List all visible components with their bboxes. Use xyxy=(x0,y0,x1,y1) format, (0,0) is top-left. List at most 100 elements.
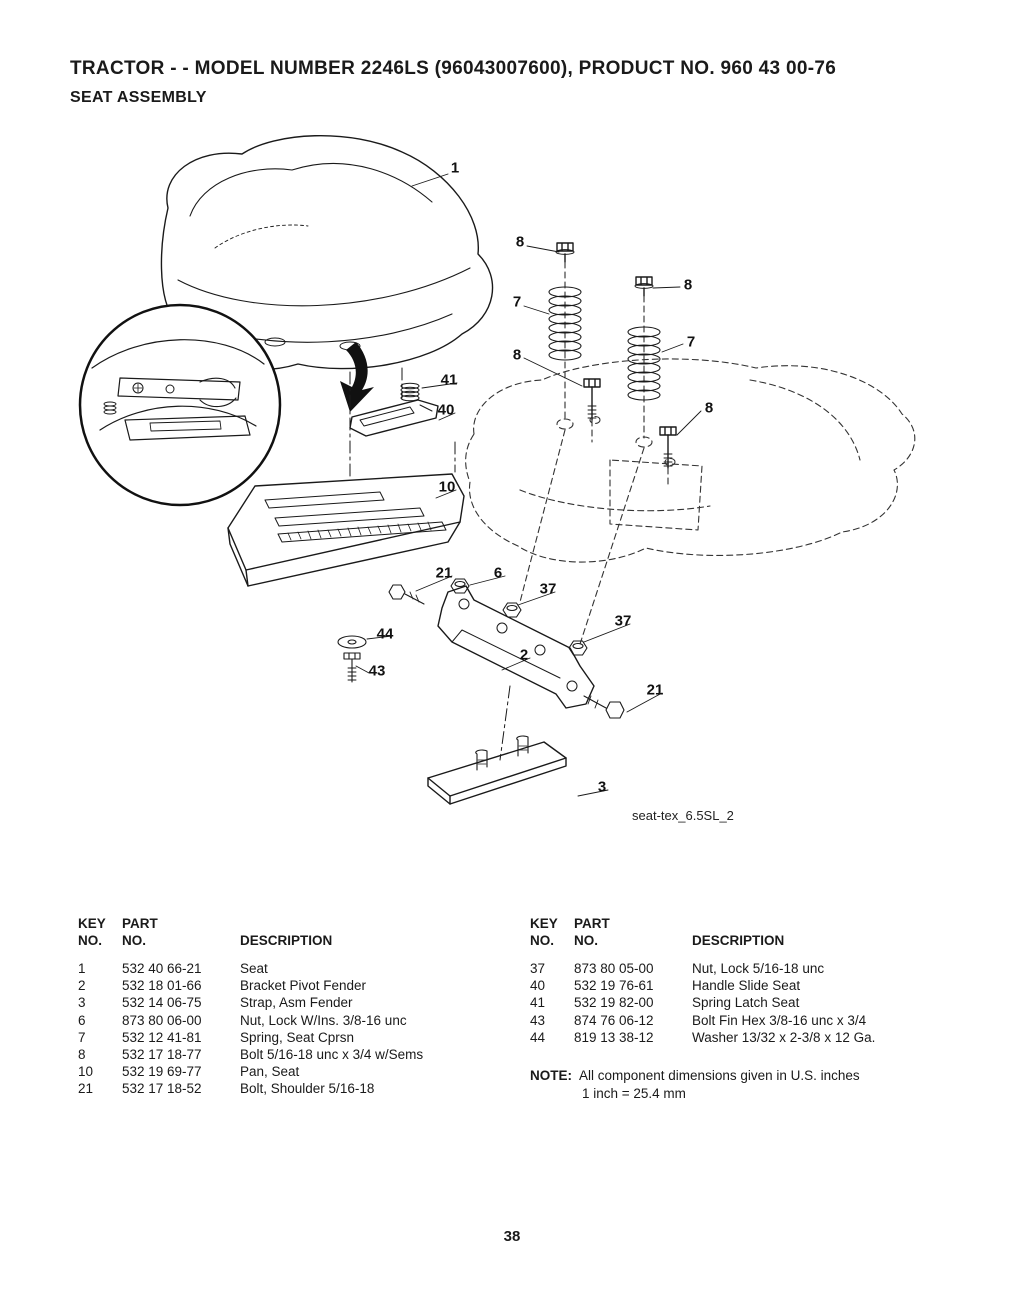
table-row: 7 532 12 41-81 Spring, Seat Cprsn xyxy=(78,1029,514,1046)
part-description: Spring Latch Seat xyxy=(692,995,800,1011)
shoulder-bolt-left xyxy=(388,584,425,605)
page-title: TRACTOR - - MODEL NUMBER 2246LS (9604300… xyxy=(70,58,837,79)
part-key: 3 xyxy=(78,995,86,1011)
part-number: 532 40 66-21 xyxy=(122,961,202,976)
part-description: Bolt 5/16-18 unc x 3/4 w/Sems xyxy=(240,1047,424,1063)
callout-41: 41 xyxy=(440,371,458,389)
part-number: 532 17 18-52 xyxy=(122,1081,202,1097)
part-number: 532 19 69-77 xyxy=(122,1064,202,1080)
part-description: Seat xyxy=(240,961,268,976)
table-row: 37 873 80 05-00 Nut, Lock 5/16-18 unc xyxy=(530,960,990,977)
part-key: 8 xyxy=(78,1047,86,1063)
note-label: NOTE: xyxy=(530,1068,572,1084)
dimension-note: NOTE: All component dimensions given in U… xyxy=(530,1067,990,1102)
table-row: 2 532 18 01-66 Bracket Pivot Fender xyxy=(78,977,514,994)
col-header-description: DESCRIPTION xyxy=(692,933,785,948)
nut-37-left xyxy=(502,602,522,618)
bolt-top-left xyxy=(555,242,575,421)
callout-2: 2 xyxy=(519,646,529,664)
part-number: 819 13 38-12 xyxy=(574,1029,654,1045)
part-description: Bolt Fin Hex 3/8-16 unc x 3/4 xyxy=(692,1012,867,1028)
handle-slide-part xyxy=(349,399,439,437)
callout-40: 40 xyxy=(437,401,455,419)
col-header-description: DESCRIPTION xyxy=(240,933,333,948)
part-key: 21 xyxy=(78,1081,94,1097)
table-row: 10 532 19 69-77 Pan, Seat xyxy=(78,1063,514,1080)
table-row: 6 873 80 06-00 Nut, Lock W/Ins. 3/8-16 u… xyxy=(78,1012,514,1029)
part-description: Nut, Lock W/Ins. 3/8-16 unc xyxy=(240,1012,407,1028)
pointer-arrow-icon xyxy=(340,342,374,412)
bracket-part xyxy=(437,585,595,709)
bolt-lower-right xyxy=(659,426,677,489)
note-text: All component dimensions given in U.S. i… xyxy=(579,1068,860,1084)
callout-8a: 8 xyxy=(515,233,525,251)
part-description: Pan, Seat xyxy=(240,1064,300,1080)
seat-assembly-illustration xyxy=(78,135,916,805)
part-number: 532 12 41-81 xyxy=(122,1029,202,1045)
callout-8b: 8 xyxy=(683,276,693,294)
callout-1: 1 xyxy=(450,159,460,177)
table-row: 8 532 17 18-77 Bolt 5/16-18 unc x 3/4 w/… xyxy=(78,1046,514,1063)
callout-21b: 21 xyxy=(646,681,664,699)
strap-part xyxy=(427,735,567,805)
part-key: 7 xyxy=(78,1029,86,1045)
part-key: 40 xyxy=(530,978,546,994)
page-number: 38 xyxy=(503,1228,521,1245)
table-row: 1 532 40 66-21 Seat xyxy=(78,960,514,977)
callout-44: 44 xyxy=(376,625,394,643)
table-row: 44 819 13 38-12 Washer 13/32 x 2-3/8 x 1… xyxy=(530,1029,990,1046)
part-key: 6 xyxy=(78,1012,86,1028)
callout-7a: 7 xyxy=(512,293,522,311)
part-number: 873 80 05-00 xyxy=(574,961,654,976)
magnified-latch-detail xyxy=(78,303,374,507)
part-description: Handle Slide Seat xyxy=(692,978,801,994)
part-key: 2 xyxy=(78,978,86,994)
note-conversion: 1 inch = 25.4 mm xyxy=(582,1085,686,1101)
part-key: 37 xyxy=(530,961,546,976)
nut-37-right xyxy=(568,640,588,656)
callout-3: 3 xyxy=(597,778,607,796)
callout-37b: 37 xyxy=(614,612,632,630)
callout-43: 43 xyxy=(368,662,386,680)
callout-21a: 21 xyxy=(435,564,453,582)
table-row: 41 532 19 82-00 Spring Latch Seat xyxy=(530,994,990,1011)
part-description: Washer 13/32 x 2-3/8 x 12 Ga. xyxy=(692,1029,876,1045)
section-title: SEAT ASSEMBLY xyxy=(70,89,207,106)
bolt-mid xyxy=(583,378,601,443)
part-key: 44 xyxy=(530,1029,546,1045)
table-row: 21 532 17 18-52 Bolt, Shoulder 5/16-18 xyxy=(78,1080,514,1097)
callout-8c: 8 xyxy=(512,346,522,364)
table-row: 40 532 19 76-61 Handle Slide Seat xyxy=(530,977,990,994)
spring-latch-part xyxy=(400,382,420,402)
callout-6: 6 xyxy=(493,564,503,582)
part-description: Nut, Lock 5/16-18 unc xyxy=(692,961,825,976)
bolt-top-right xyxy=(634,276,654,439)
part-description: Strap, Asm Fender xyxy=(240,995,353,1011)
part-number: 532 17 18-77 xyxy=(122,1047,202,1063)
callout-37a: 37 xyxy=(539,580,557,598)
part-description: Spring, Seat Cprsn xyxy=(240,1029,355,1045)
part-key: 10 xyxy=(78,1064,94,1080)
callout-7b: 7 xyxy=(686,333,696,351)
bolt-43 xyxy=(343,652,361,683)
exploded-diagram: 1 8 7 8 8 7 41 40 8 10 21 6 37 37 44 2 4… xyxy=(50,130,970,850)
part-number: 532 19 76-61 xyxy=(574,978,654,994)
diagram-caption: seat-tex_6.5SL_2 xyxy=(632,808,734,823)
callout-10: 10 xyxy=(438,478,456,496)
table-row: 43 874 76 06-12 Bolt Fin Hex 3/8-16 unc … xyxy=(530,1012,990,1029)
part-number: 873 80 06-00 xyxy=(122,1012,202,1028)
callout-8d: 8 xyxy=(704,399,714,417)
part-key: 41 xyxy=(530,995,546,1011)
shoulder-bolt-right xyxy=(583,695,625,719)
part-number: 874 76 06-12 xyxy=(574,1012,654,1028)
washer-part xyxy=(337,635,367,649)
part-description: Bracket Pivot Fender xyxy=(240,978,367,994)
